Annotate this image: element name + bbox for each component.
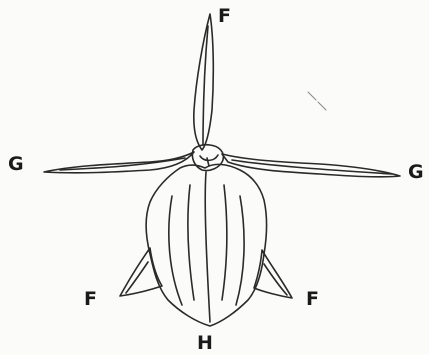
label-h-bottom: H xyxy=(197,334,213,353)
label-f-top: F xyxy=(218,7,231,26)
label-g-right: G xyxy=(408,163,424,182)
column-detail xyxy=(200,155,218,160)
label-g-left: G xyxy=(8,155,24,174)
stray-mark xyxy=(308,92,326,110)
label-f-right: F xyxy=(306,290,319,309)
lip-center-vein xyxy=(205,172,210,322)
label-f-left: F xyxy=(84,290,97,309)
